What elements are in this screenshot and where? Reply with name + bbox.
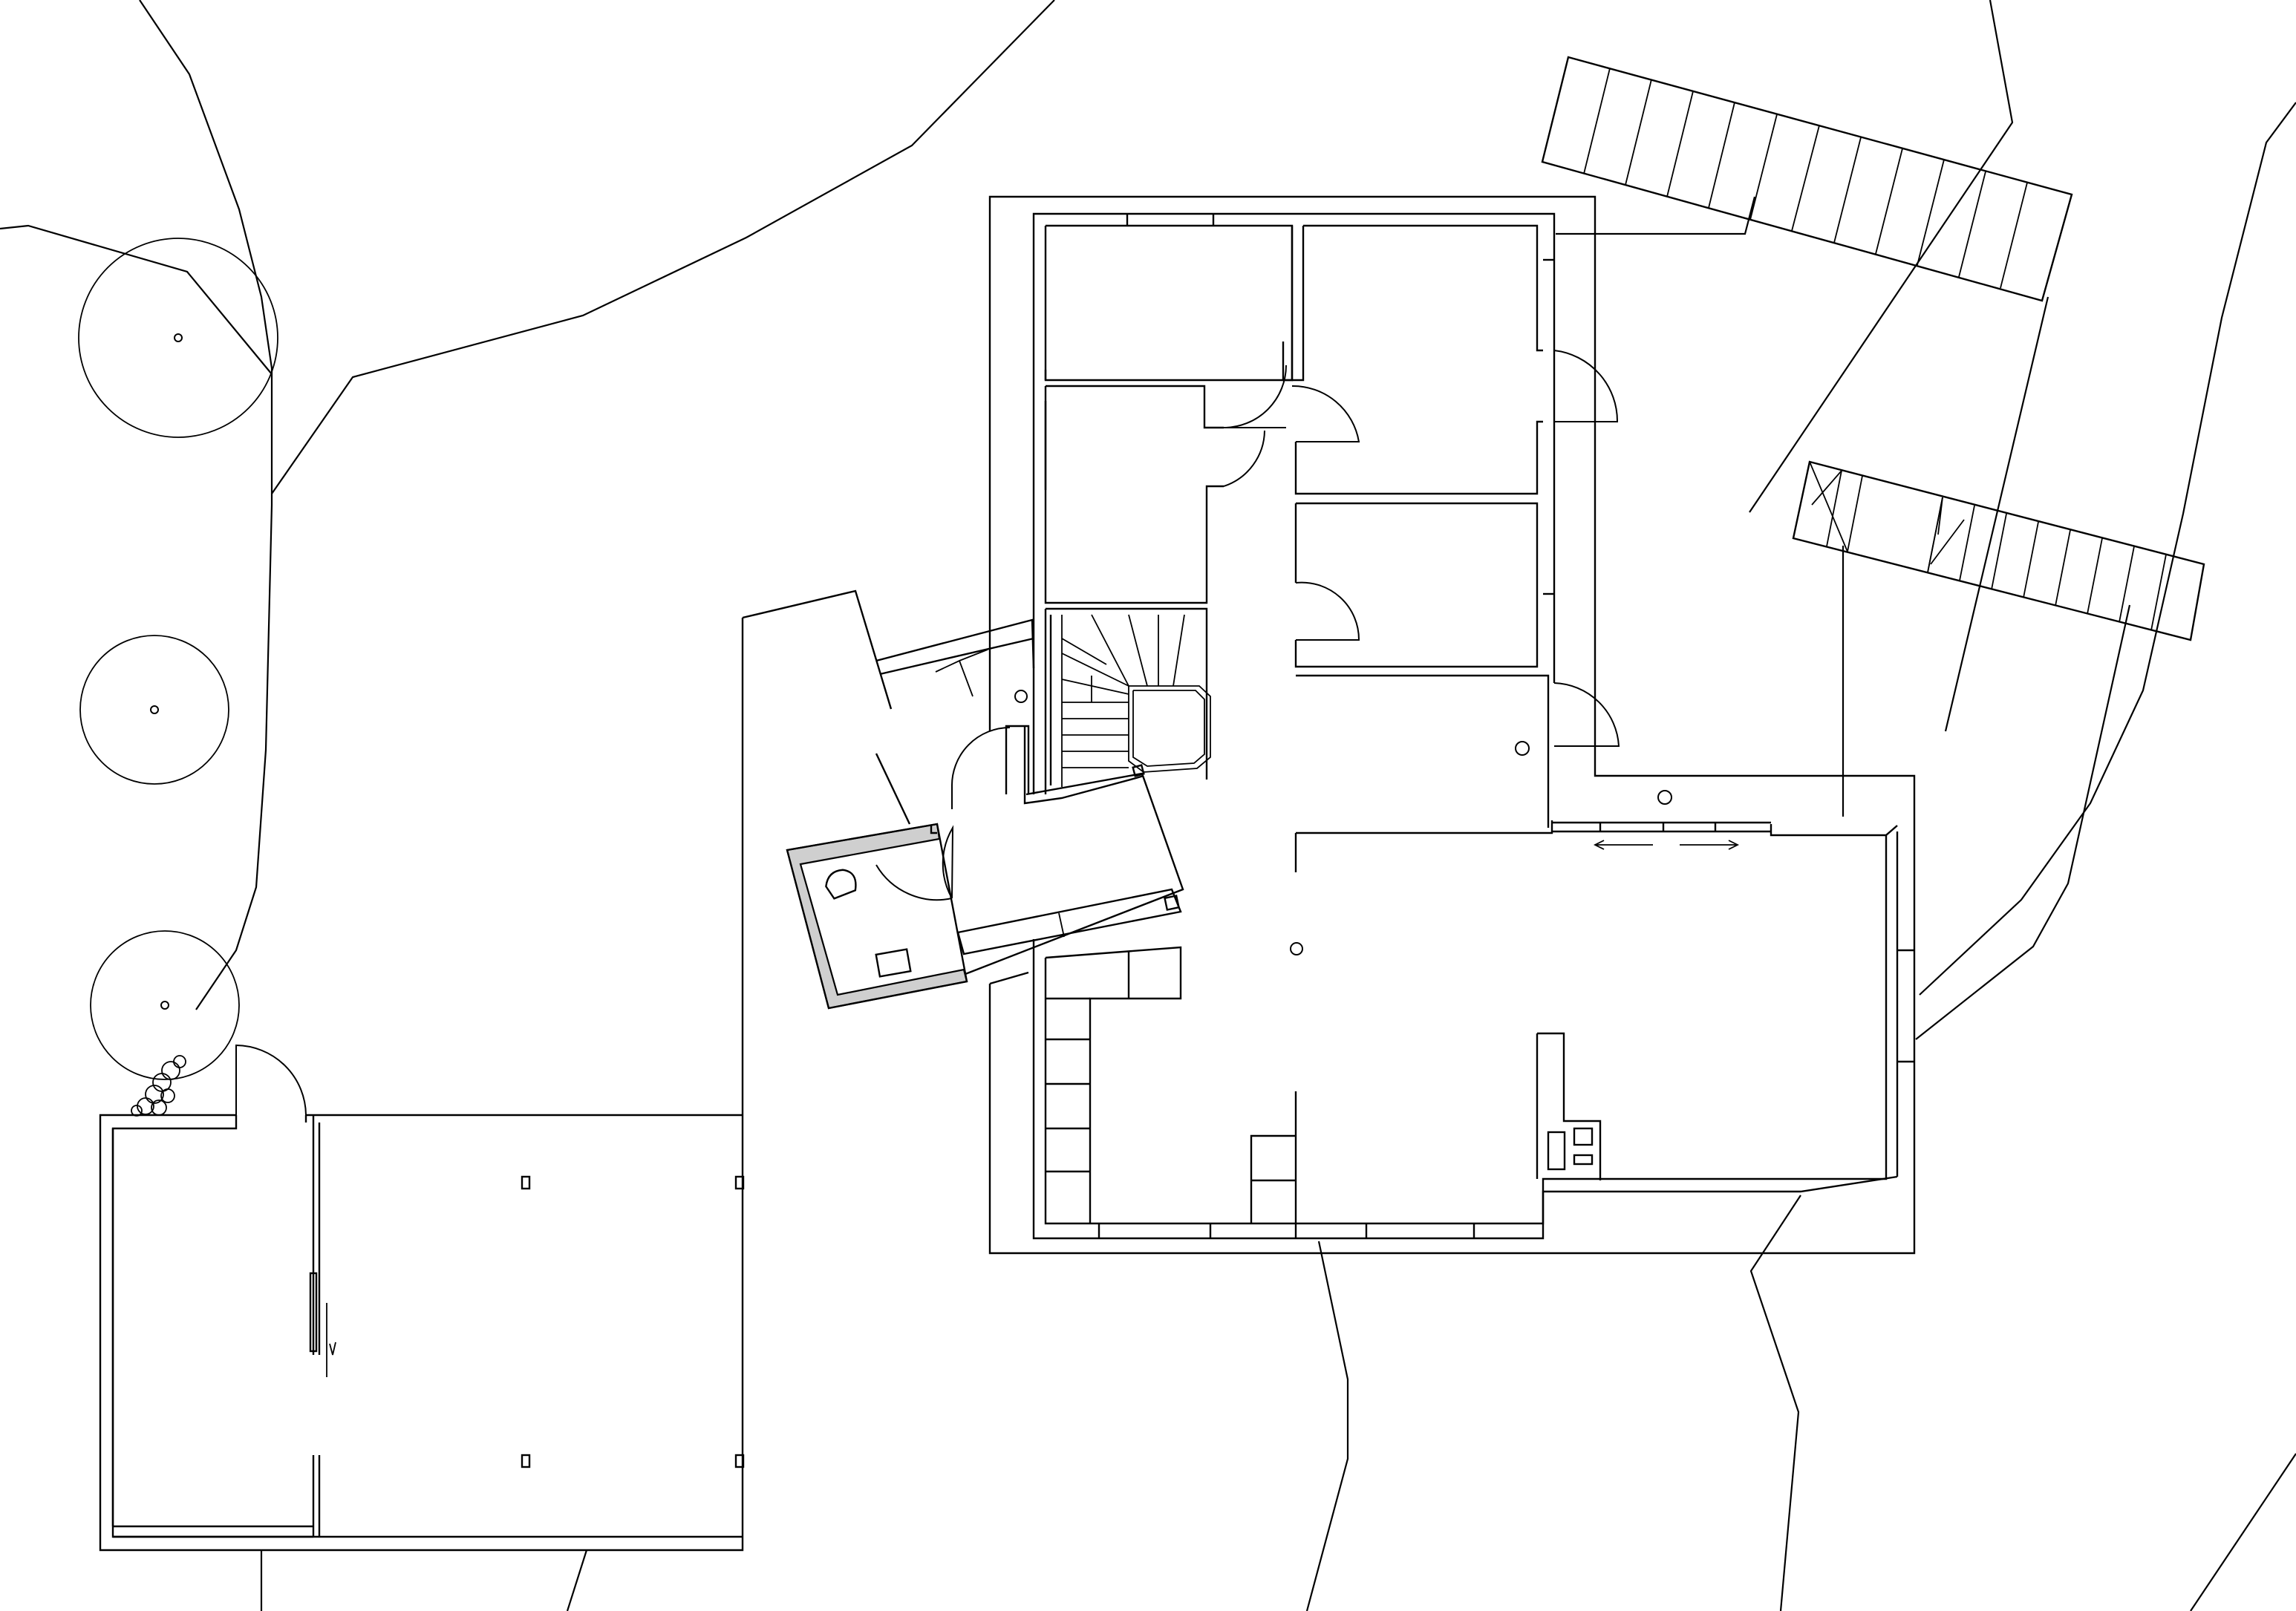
door-arc-1 bbox=[1223, 365, 1287, 428]
door-arc-6 bbox=[942, 825, 954, 899]
door-arc-7 bbox=[235, 1044, 307, 1116]
internal-stair bbox=[1061, 614, 1211, 787]
door-arc-2 bbox=[1291, 385, 1360, 442]
external-stair-top bbox=[1541, 56, 2073, 302]
tree-bottom bbox=[90, 930, 240, 1080]
angled-wing bbox=[742, 589, 1184, 1010]
interior-walls bbox=[1005, 214, 1914, 1238]
column-marker bbox=[521, 1175, 745, 1468]
external-stair-right bbox=[1792, 460, 2205, 817]
door-arc-3 bbox=[1553, 350, 1619, 422]
kitchen-cabinets bbox=[1045, 946, 1602, 1223]
door-swings bbox=[235, 350, 1620, 1116]
tree-top bbox=[78, 238, 278, 438]
door-arc-4 bbox=[1295, 581, 1360, 641]
ceiling-light-marker bbox=[1014, 690, 1672, 955]
door-arc-5 bbox=[1553, 682, 1620, 747]
sliding-door-arrows bbox=[1593, 840, 1740, 850]
terrace-slab bbox=[99, 618, 745, 1552]
tree-middle bbox=[79, 635, 229, 785]
boulder-cluster bbox=[131, 1055, 186, 1117]
